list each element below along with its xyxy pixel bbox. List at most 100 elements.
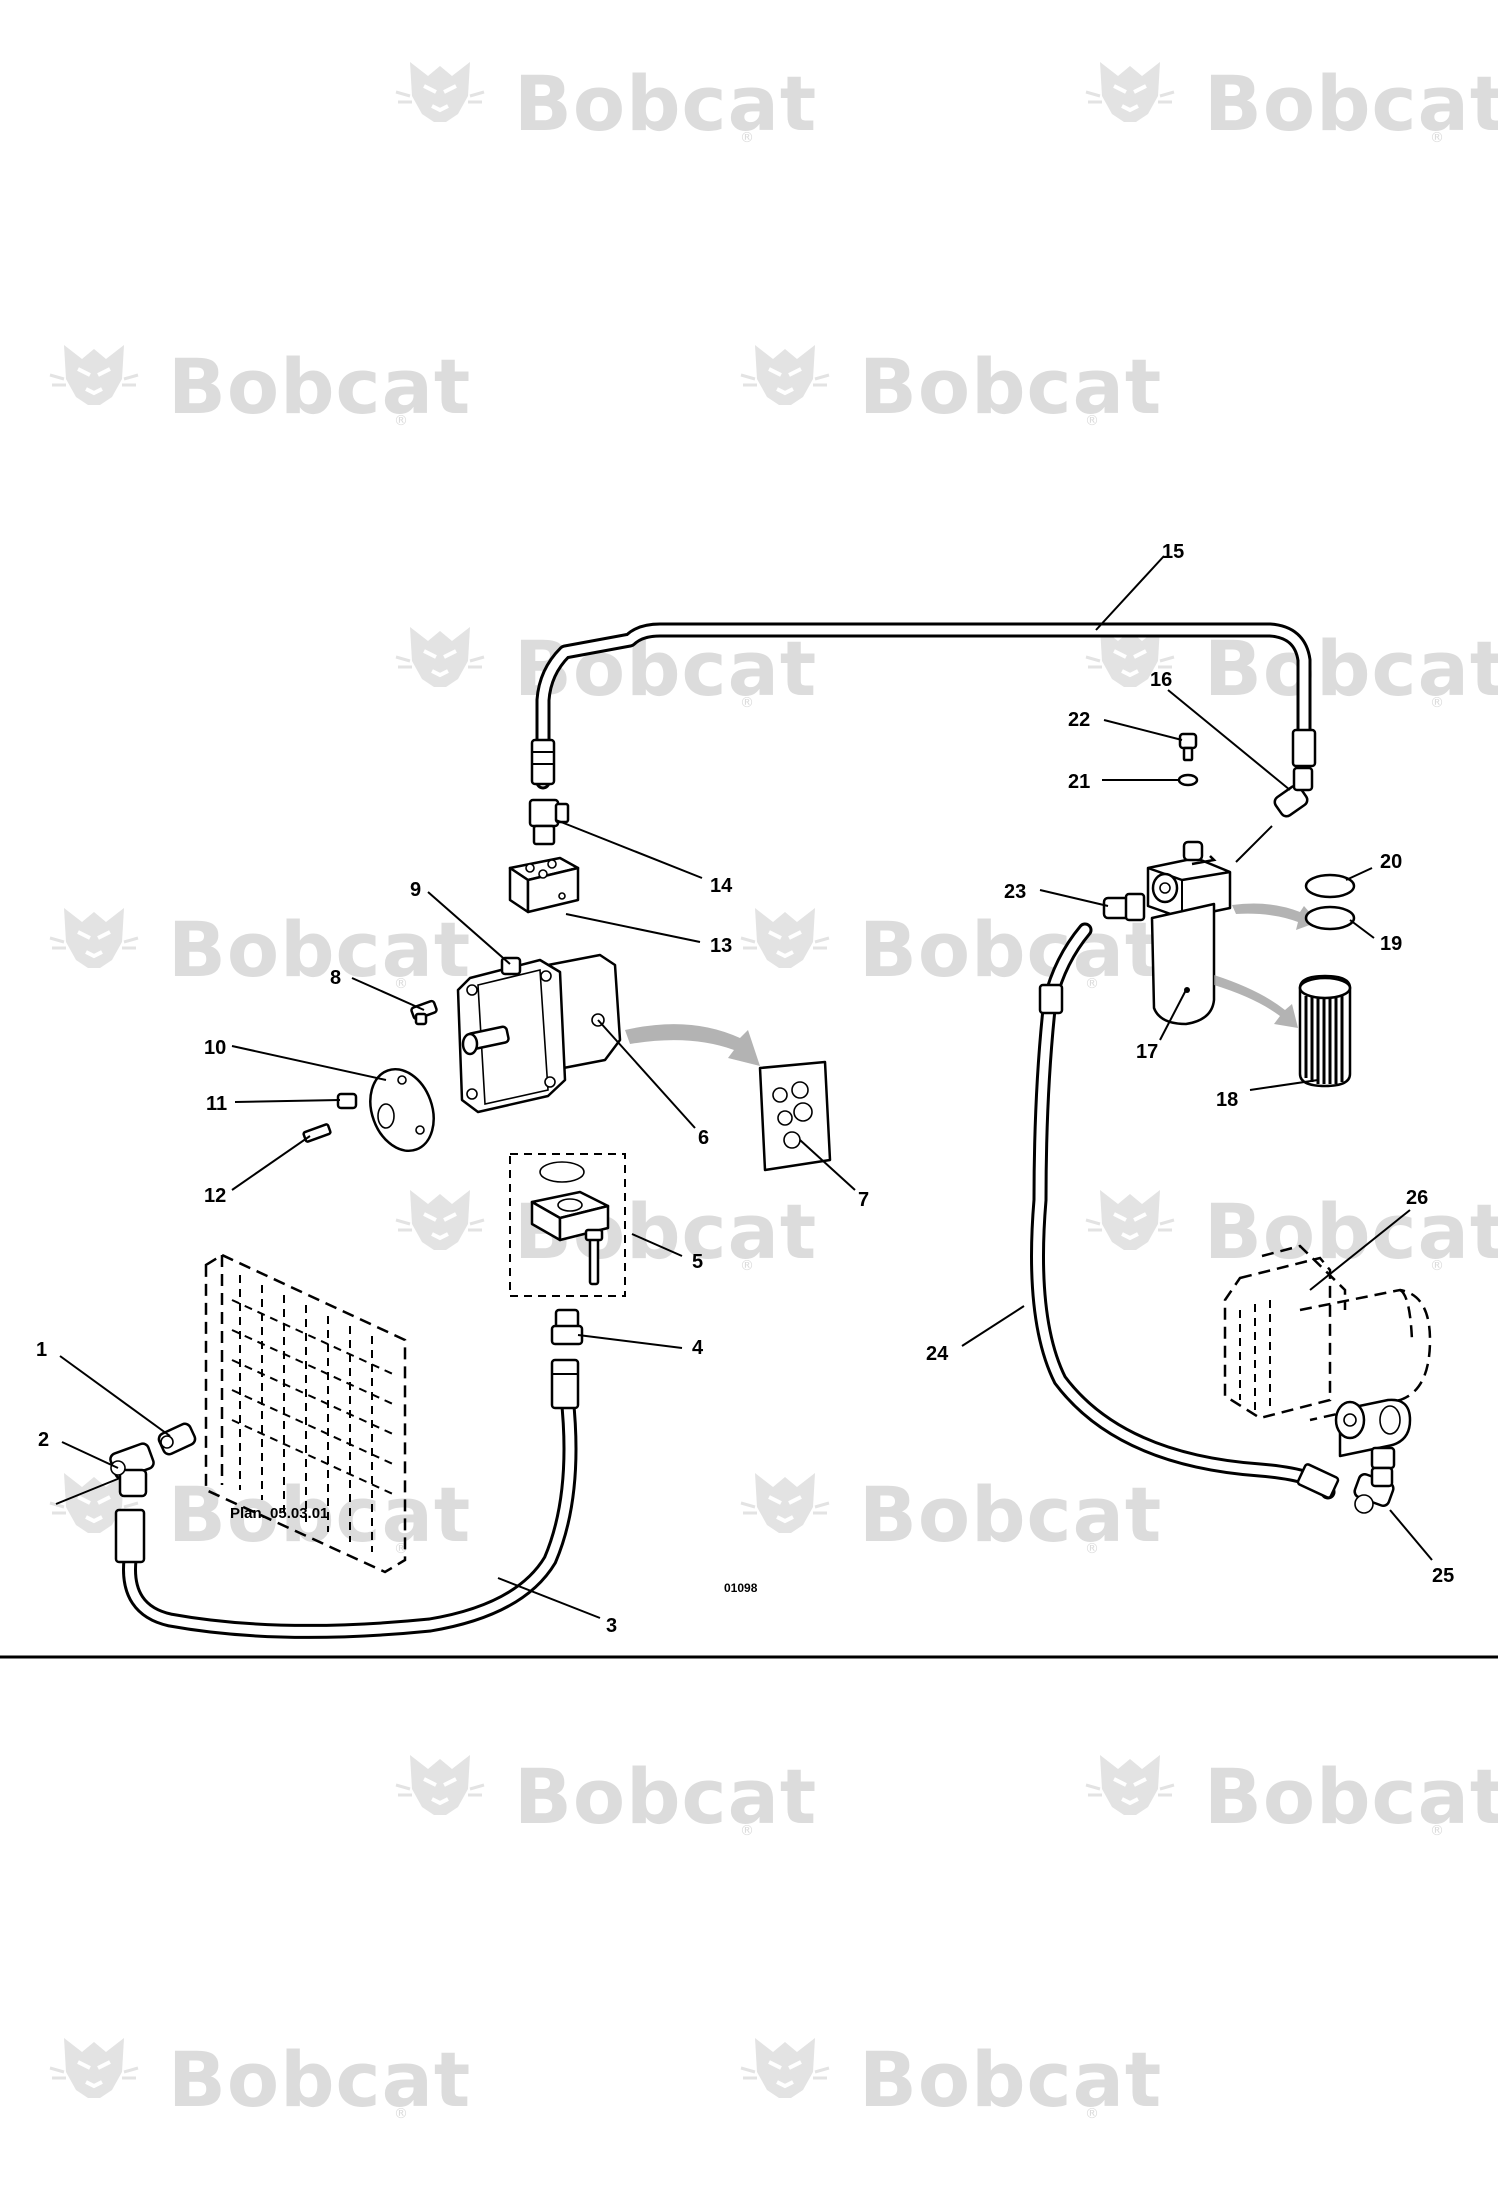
bobcat-logo-icon [1084,60,1176,124]
watermark-brand: Bobcat [168,2035,471,2124]
leader-8 [351,977,425,1011]
hydrostatic-pump-reference [1223,1244,1432,1470]
watermark-brand: Bobcat [859,2035,1162,2124]
watermark: Bobcat ® [739,342,1162,431]
seal-21 [1177,773,1199,787]
bobcat-logo-icon [394,60,486,124]
bobcat-logo-icon [394,1188,486,1252]
watermark: Bobcat ® [394,1752,816,1841]
leader-11 [234,1099,341,1103]
bobcat-logo-icon [48,906,140,970]
leader-7 [799,1139,856,1191]
leader-2b [55,1477,121,1505]
watermark: Bobcat ® [739,2035,1162,2124]
callout-25: 25 [1432,1565,1454,1587]
callout-12: 12 [204,1185,226,1207]
leader-26 [1309,1209,1411,1291]
leader-24 [961,1305,1025,1347]
bolt-8 [410,999,438,1026]
bobcat-logo-icon [739,2036,831,2100]
watermark-brand: Bobcat [1204,1187,1498,1276]
bobcat-logo-icon [48,343,140,407]
bobcat-logo-icon [394,625,486,689]
watermark: Bobcat ® [1084,624,1498,713]
bobcat-logo-icon [1084,1188,1176,1252]
adapter-fitting [550,1308,584,1346]
leader-23 [1039,889,1109,907]
leader-16b [1235,825,1273,863]
leader-16 [1167,689,1291,791]
watermark-mark: ® [1430,1823,1444,1839]
watermark: Bobcat ® [394,1187,816,1276]
callout-2: 2 [38,1429,49,1451]
callout-19: 19 [1380,933,1402,955]
radiator-reference-label: Plan. 05.03.01 [230,1505,328,1522]
watermark-mark: ® [1085,1541,1099,1557]
callout-6: 6 [698,1127,709,1149]
watermark-brand: Bobcat [514,624,817,713]
filter-assembly [1146,840,1232,1026]
callout-18: 18 [1216,1089,1238,1111]
leader-10 [231,1045,387,1081]
watermark-brand: Bobcat [859,905,1162,994]
watermark-mark: ® [394,2106,408,2122]
watermark-mark: ® [740,130,754,146]
watermark: Bobcat ® [1084,1187,1498,1276]
bobcat-logo-icon [394,1753,486,1817]
leader-13 [565,913,701,943]
leader-6 [597,1019,696,1129]
callout-15: 15 [1162,541,1184,563]
watermark: Bobcat ® [1084,1752,1498,1841]
leader-3 [497,1577,601,1619]
callout-14: 14 [710,875,733,897]
cover-plate [369,1067,435,1153]
callout-17: 17 [1136,1041,1158,1063]
bobcat-logo-icon [48,2036,140,2100]
watermark-brand: Bobcat [859,1470,1162,1559]
callout-22: 22 [1068,709,1090,731]
leader-lines [55,555,1433,1619]
watermark: Bobcat ® [394,624,817,713]
leader-1 [59,1355,171,1437]
callout-21: 21 [1068,771,1090,793]
watermark-mark: ® [1085,413,1099,429]
filter-to-motor-hose [1030,922,1340,1500]
bolt-22 [1178,732,1198,762]
callout-26: 26 [1406,1187,1428,1209]
elbow-fitting-16 [1273,766,1314,818]
washer-11 [336,1092,358,1110]
filter-element [1298,974,1352,1088]
watermark-brand: Bobcat [1204,624,1498,713]
callout-7: 7 [858,1189,869,1211]
callout-11: 11 [206,1093,227,1115]
watermark: Bobcat ® [739,1470,1162,1559]
elbow-fitting-1 [157,1422,197,1456]
watermark: Bobcat ® [739,905,1162,994]
watermark-brand: Bobcat [859,342,1162,431]
leader-17 [1159,989,1187,1041]
leader-5 [631,1233,683,1257]
callout-1: 1 [36,1339,47,1361]
watermark-brand: Bobcat [1204,1752,1498,1841]
elbow-fitting-2 [109,1442,155,1498]
manifold-block [508,856,580,914]
callout-3: 3 [606,1615,617,1637]
watermark-mark: ® [1085,2106,1099,2122]
bobcat-logo-icon [739,1471,831,1535]
watermark: Bobcat ® [48,905,470,994]
watermark-mark: ® [1430,130,1444,146]
leader-12 [231,1135,311,1191]
straight-fitting [528,798,570,846]
callout-10: 10 [204,1037,226,1059]
oring-arrow [1232,903,1318,930]
gear-pump [456,953,622,1114]
watermark: Bobcat ® [1084,59,1498,148]
watermark-brand: Bobcat [168,1470,471,1559]
leader-2 [61,1441,119,1469]
watermark-brand: Bobcat [168,342,471,431]
callout-4: 4 [692,1337,704,1359]
flange-kit [509,1153,626,1297]
watermark: Bobcat ® [394,59,816,148]
seal-kit-arrow [625,1024,760,1066]
leader-22 [1103,719,1183,741]
